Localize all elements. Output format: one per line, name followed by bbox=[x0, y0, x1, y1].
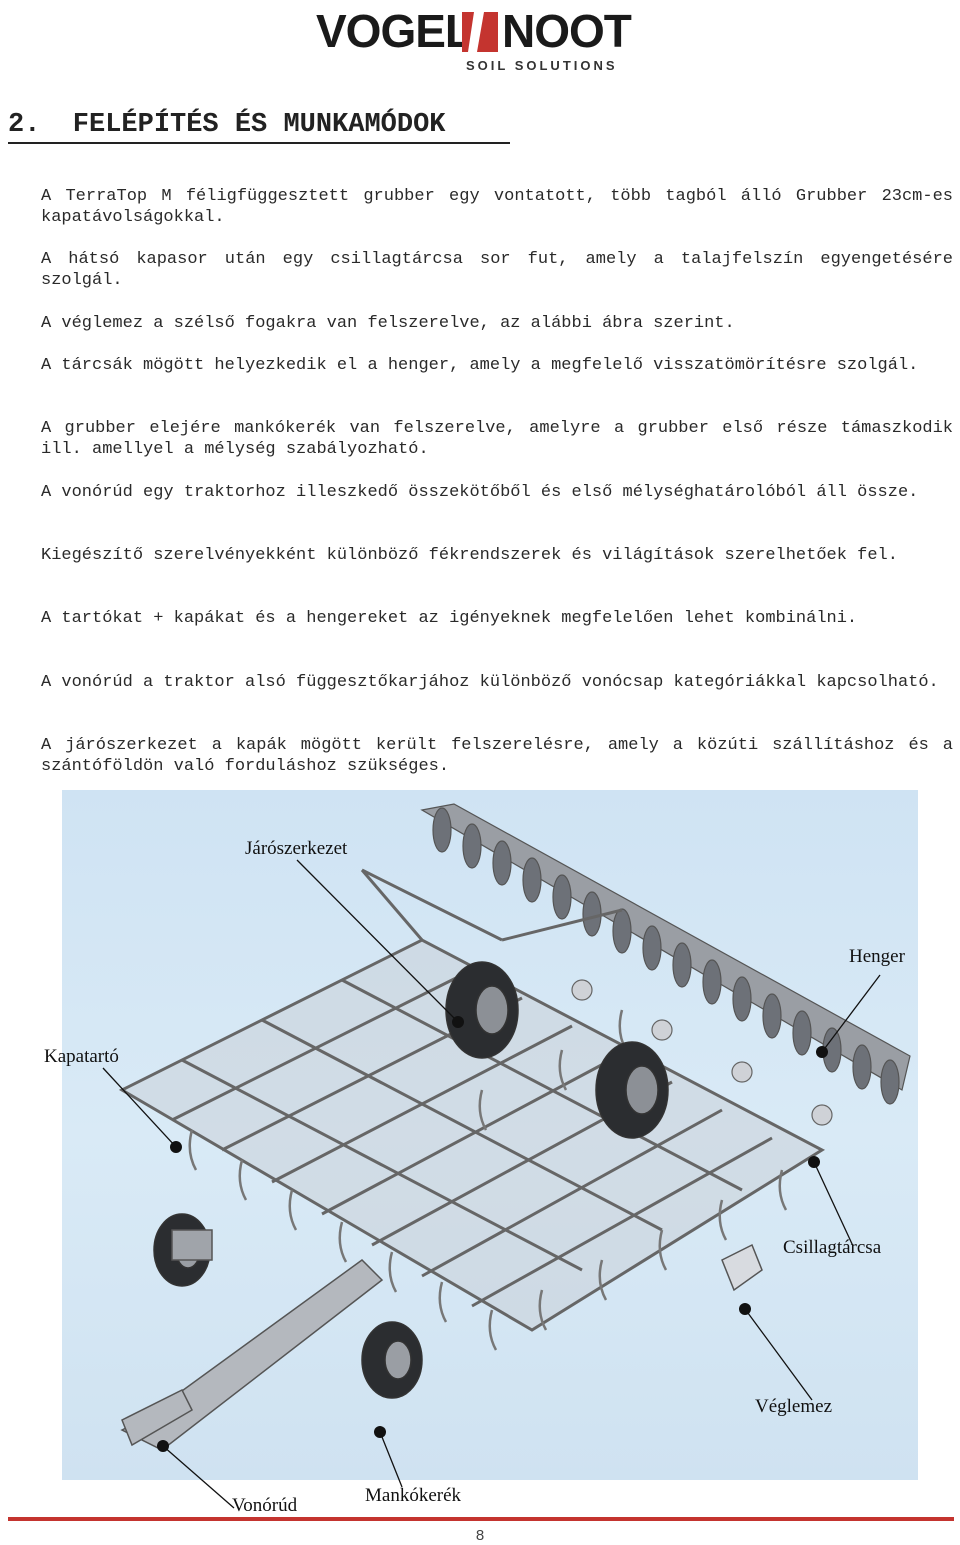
transport-wheels-drawing bbox=[445, 961, 669, 1139]
paragraph-2: A hátsó kapasor után egy csillagtárcsa s… bbox=[41, 250, 953, 290]
logo-mark-icon bbox=[462, 12, 498, 52]
paragraph-4: A tárcsák mögött helyezkedik el a henger… bbox=[41, 356, 919, 375]
label-henger: Henger bbox=[849, 946, 905, 967]
label-vonorud: Vonórúd bbox=[232, 1495, 298, 1516]
paragraph-3: A véglemez a szélső fogakra van felszere… bbox=[41, 314, 735, 333]
callout-dot-veglemez bbox=[739, 1303, 751, 1315]
drawbar-drawing bbox=[120, 1229, 384, 1451]
label-jaroszerkezet: Járószerkezet bbox=[245, 838, 348, 859]
callout-dot-henger bbox=[816, 1046, 828, 1058]
company-logo: VOGEL NOOT SOIL SOLUTIONS bbox=[316, 5, 646, 73]
cultivator-drawing bbox=[118, 803, 911, 1451]
star-discs-drawing bbox=[571, 979, 833, 1126]
paragraph-7: Kiegészítő szerelvényekként különböző fé… bbox=[41, 546, 898, 565]
logo-word-left: VOGEL bbox=[316, 5, 473, 57]
logo-subtitle: SOIL SOLUTIONS bbox=[466, 58, 618, 73]
paragraph-5: A grubber elejére mankókerék van felszer… bbox=[41, 419, 953, 459]
callout-dot-jaroszerkezet bbox=[452, 1016, 464, 1028]
label-csillagtarcsa: Csillagtárcsa bbox=[783, 1237, 882, 1258]
machine-illustration bbox=[62, 790, 918, 1480]
logo-word-right: NOOT bbox=[502, 5, 632, 57]
footer-rule bbox=[8, 1517, 954, 1521]
label-veglemez: Véglemez bbox=[755, 1396, 833, 1417]
callout-dot-mankokerek bbox=[374, 1426, 386, 1438]
page-number: 8 bbox=[475, 1527, 485, 1544]
heading-underline bbox=[8, 142, 510, 144]
paragraph-1: A TerraTop M féligfüggesztett grubber eg… bbox=[41, 187, 953, 227]
section-heading: 2. FELÉPÍTÉS ÉS MUNKAMÓDOK bbox=[8, 110, 446, 140]
callout-dot-kapatarto bbox=[170, 1141, 182, 1153]
frame-drawing bbox=[118, 868, 826, 1332]
end-plate-drawing bbox=[721, 1243, 763, 1292]
callout-dot-vonorud bbox=[157, 1440, 169, 1452]
paragraph-8: A tartókat + kapákat és a hengereket az … bbox=[41, 609, 858, 628]
paragraph-9: A vonórúd a traktor alsó függesztőkarjáh… bbox=[41, 673, 939, 692]
label-mankokerek: Mankókerék bbox=[365, 1485, 462, 1506]
callout-dot-csillagtarcsa bbox=[808, 1156, 820, 1168]
label-kapatarto: Kapatartó bbox=[44, 1046, 119, 1067]
tines-drawing bbox=[188, 1009, 788, 1351]
paragraph-10: A járószerkezet a kapák mögött került fe… bbox=[41, 736, 953, 776]
roller-drawing bbox=[420, 803, 911, 1105]
paragraph-6: A vonórúd egy traktorhoz illeszkedő össz… bbox=[41, 483, 919, 502]
